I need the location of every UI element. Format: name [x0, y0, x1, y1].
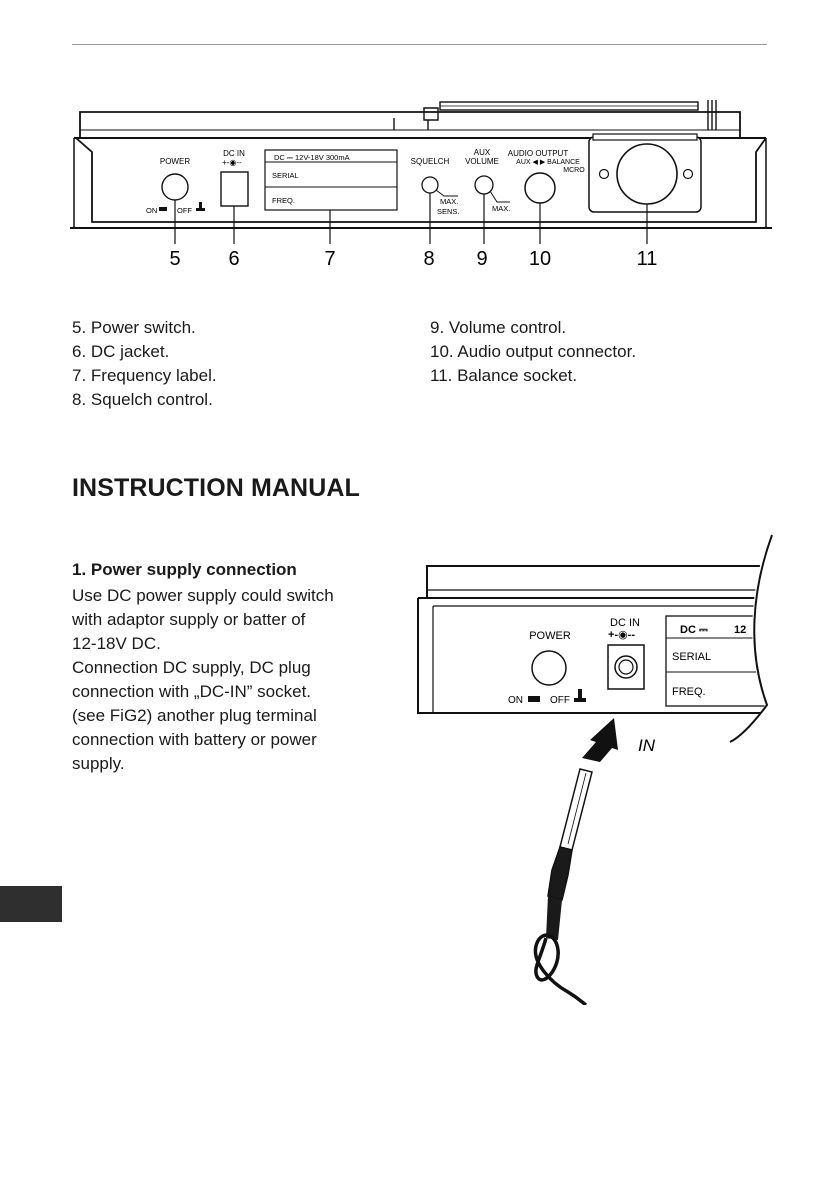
legend-right: 9. Volume control. 10. Audio output conn… — [430, 316, 636, 388]
legend-left: 5. Power switch. 6. DC jacket. 7. Freque… — [72, 316, 217, 412]
panel-body — [75, 137, 767, 223]
dc-connection-figure: DC ⎓ 12 SERIAL FREQ. POWER ON OFF DC IN … — [417, 534, 773, 1005]
fig1-freq-label: FREQ. — [272, 196, 295, 205]
fig2-dc-label: DC ⎓ — [680, 624, 708, 636]
fig1-power-switch — [161, 173, 189, 201]
legend-item: 10. Audio output connector. — [430, 342, 637, 361]
fig2-serial-label: SERIAL — [672, 651, 711, 663]
body-line: 12-18V DC. — [72, 634, 161, 653]
fig1-squelch-knob — [421, 176, 439, 194]
housing-top — [79, 111, 741, 138]
fig2-rating-partial: 12 — [734, 624, 746, 636]
callout-leaders — [174, 193, 648, 244]
fig1-polarity: +-◉-- — [222, 158, 242, 167]
body-line: supply. — [72, 754, 125, 773]
fig1-balance-socket — [616, 143, 678, 205]
fig1-aux-balance-label: AUX ◀ ▶ BALANCE — [516, 159, 580, 166]
subsection-title: 1. Power supply connection — [72, 560, 297, 579]
fig1-audio-output-label: AUDIO OUTPUT — [508, 149, 569, 158]
callout-7: 7 — [324, 248, 335, 270]
fig1-dc-rating: DC ⎓ 12V-18V 300mA — [274, 153, 350, 162]
subsection-body: Use DC power supply could switch with ad… — [72, 584, 392, 776]
body-line: (see FiG2) another plug terminal — [72, 706, 317, 725]
fig1-squelch-label: SQUELCH — [411, 157, 450, 166]
fig2-in-label: IN — [638, 736, 656, 755]
fig1-on-label: ON — [146, 206, 157, 215]
fig2-off-label: OFF — [550, 695, 570, 706]
callout-8: 8 — [423, 248, 434, 270]
fig1-audio-output-jack — [524, 172, 556, 204]
rear-panel-figure: POWER ON OFF DC IN +-◉-- DC ⎓ 12V-18V 30… — [70, 100, 772, 270]
fig1-volume-max-label: MAX. — [492, 204, 510, 213]
fig1-power-label: POWER — [160, 157, 190, 166]
section-title: INSTRUCTION MANUAL — [72, 474, 360, 502]
legend-item: 6. DC jacket. — [72, 342, 170, 361]
fig2-power-switch — [531, 650, 567, 686]
legend-item: 9. Volume control. — [430, 318, 567, 337]
header-rule — [72, 44, 767, 45]
fig2-freq-label: FREQ. — [672, 686, 706, 698]
fig1-volume-label: VOLUME — [465, 157, 499, 166]
callout-6: 6 — [228, 248, 239, 270]
body-line: connection with „DC-IN” socket. — [72, 682, 312, 701]
legend-item: 7. Frequency label. — [72, 366, 217, 385]
callout-10: 10 — [529, 248, 551, 270]
callout-5: 5 — [169, 248, 180, 270]
side-tab — [0, 886, 62, 922]
fig1-mcro-label: MCRO — [563, 167, 585, 174]
fig1-dc-in-label: DC IN — [223, 149, 245, 158]
legend-item: 11. Balance socket. — [430, 366, 578, 385]
fig1-aux-label: AUX — [474, 148, 491, 157]
fig1-serial-label: SERIAL — [272, 171, 299, 180]
body-line: connection with battery or power — [72, 730, 317, 749]
callout-11: 11 — [637, 248, 658, 270]
callout-9: 9 — [476, 248, 487, 270]
fig2-dc-in-label: DC IN — [610, 617, 640, 629]
fig1-sens-label: SENS. — [437, 207, 460, 216]
legend-item: 8. Squelch control. — [72, 390, 213, 409]
body-line: with adaptor supply or batter of — [72, 610, 306, 629]
fig1-max-label: MAX. — [440, 197, 458, 206]
dc-plug — [533, 768, 593, 1005]
insert-arrow — [582, 718, 618, 762]
fig2-on-label: ON — [508, 695, 523, 706]
body-line: Use DC power supply could switch — [72, 586, 334, 605]
fig1-frequency-label-plate — [264, 149, 398, 211]
fig2-power-label: POWER — [529, 630, 571, 642]
fig1-dc-jack — [220, 171, 249, 207]
fig1-off-label: OFF — [177, 206, 192, 215]
fig2-polarity: +-◉-- — [608, 629, 635, 641]
antenna — [393, 100, 717, 130]
body-line: Connection DC supply, DC plug — [72, 658, 311, 677]
legend-item: 5. Power switch. — [72, 318, 196, 337]
